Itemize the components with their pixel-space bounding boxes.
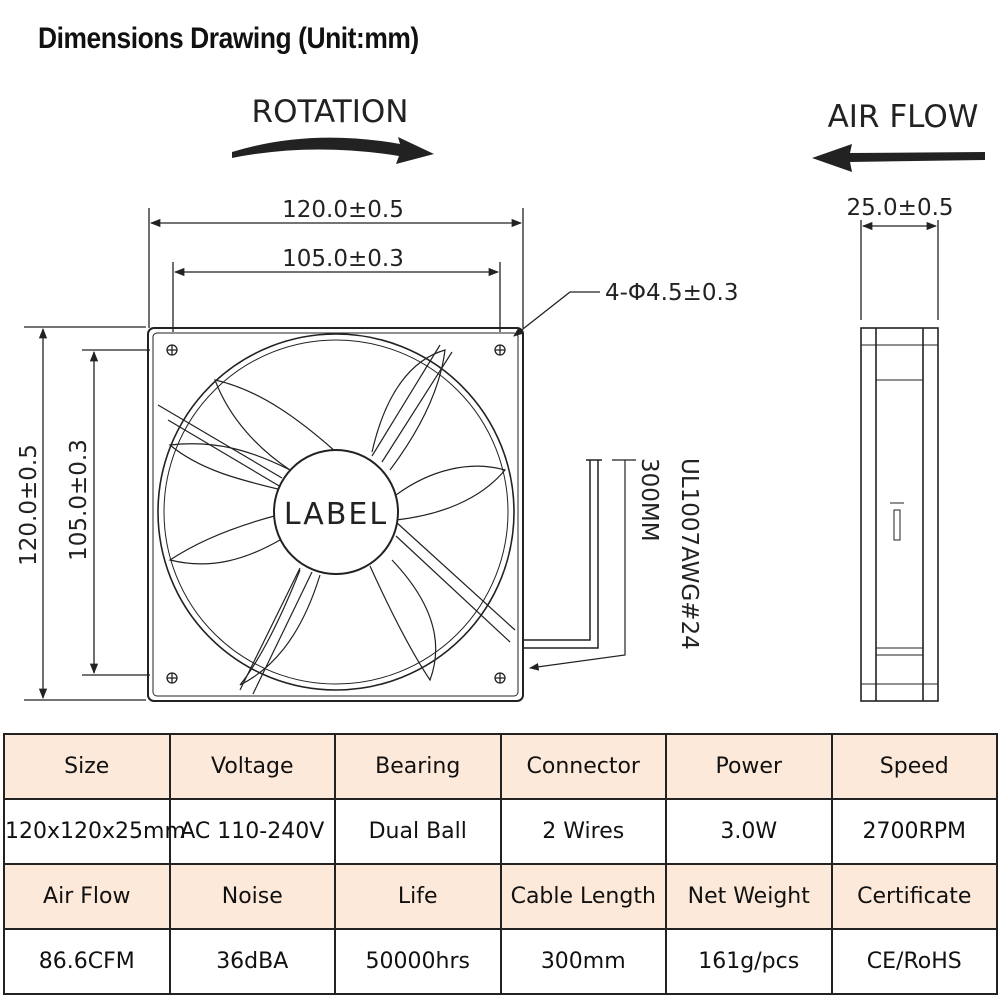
spec-value-cell: Dual Ball <box>334 798 502 865</box>
rotation-label: ROTATION <box>252 94 409 130</box>
fan-blades <box>168 349 507 686</box>
depth-label: 25.0±0.5 <box>846 195 953 221</box>
spec-header-cell: Noise <box>168 863 336 930</box>
spec-header-cell: Voltage <box>168 733 336 800</box>
spec-header-cell: Speed <box>830 733 998 800</box>
height-inner-dimension <box>82 349 150 676</box>
width-inner-dimension <box>172 262 501 332</box>
spec-header-cell: Size <box>3 733 171 800</box>
spec-header-cell: Power <box>665 733 833 800</box>
hole-leader <box>513 291 600 337</box>
spec-header-cell: Net Weight <box>665 863 833 930</box>
height-inner-label: 105.0±0.3 <box>66 439 92 561</box>
fan-cable <box>522 459 636 671</box>
spec-value-cell: AC 110-240V <box>168 798 336 865</box>
cable-length-label: 300MM <box>636 458 662 542</box>
spec-value-cell: 161g/pcs <box>665 928 833 995</box>
spec-value-cell: 120x120x25mm <box>3 798 186 865</box>
spec-header-cell: Certificate <box>830 863 998 930</box>
drawing-title: Dimensions Drawing (Unit:mm) <box>38 22 419 55</box>
airflow-label: AIR FLOW <box>828 99 979 135</box>
hole-spec-label: 4-Φ4.5±0.3 <box>605 280 738 306</box>
width-outer-dimension <box>148 208 524 328</box>
spec-value-cell: 3.0W <box>665 798 833 865</box>
spec-value-cell: 50000hrs <box>334 928 502 995</box>
cable-spec-label: UL1007AWG#24 <box>676 458 702 650</box>
spec-header-cell: Cable Length <box>499 863 667 930</box>
depth-dimension <box>860 220 939 320</box>
spec-value-cell: 2 Wires <box>499 798 667 865</box>
hub-label: LABEL <box>284 497 388 532</box>
height-outer-dimension <box>24 326 146 701</box>
spec-value-cell: 2700RPM <box>830 798 998 865</box>
fan-side-view <box>860 327 939 702</box>
height-outer-label: 120.0±0.5 <box>16 444 42 566</box>
airflow-arrow-icon <box>812 144 985 172</box>
spec-value-cell: 86.6CFM <box>3 928 171 995</box>
rotation-arrow-icon <box>232 137 434 164</box>
spec-value-cell: 36dBA <box>168 928 336 995</box>
spec-header-cell: Bearing <box>334 733 502 800</box>
fan-front-view <box>147 327 524 702</box>
width-inner-label: 105.0±0.3 <box>282 246 404 272</box>
frame-struts <box>157 344 516 695</box>
spec-header-cell: Air Flow <box>3 863 171 930</box>
spec-header-cell: Life <box>334 863 502 930</box>
spec-value-cell: 300mm <box>499 928 667 995</box>
spec-value-cell: CE/RoHS <box>830 928 998 995</box>
dimension-drawing: ROTATION AIR FLOW 120.0±0.5 105.0±0.3 4-… <box>16 94 985 702</box>
width-outer-label: 120.0±0.5 <box>282 197 404 223</box>
spec-header-cell: Connector <box>499 733 667 800</box>
mounting-holes <box>166 344 506 684</box>
